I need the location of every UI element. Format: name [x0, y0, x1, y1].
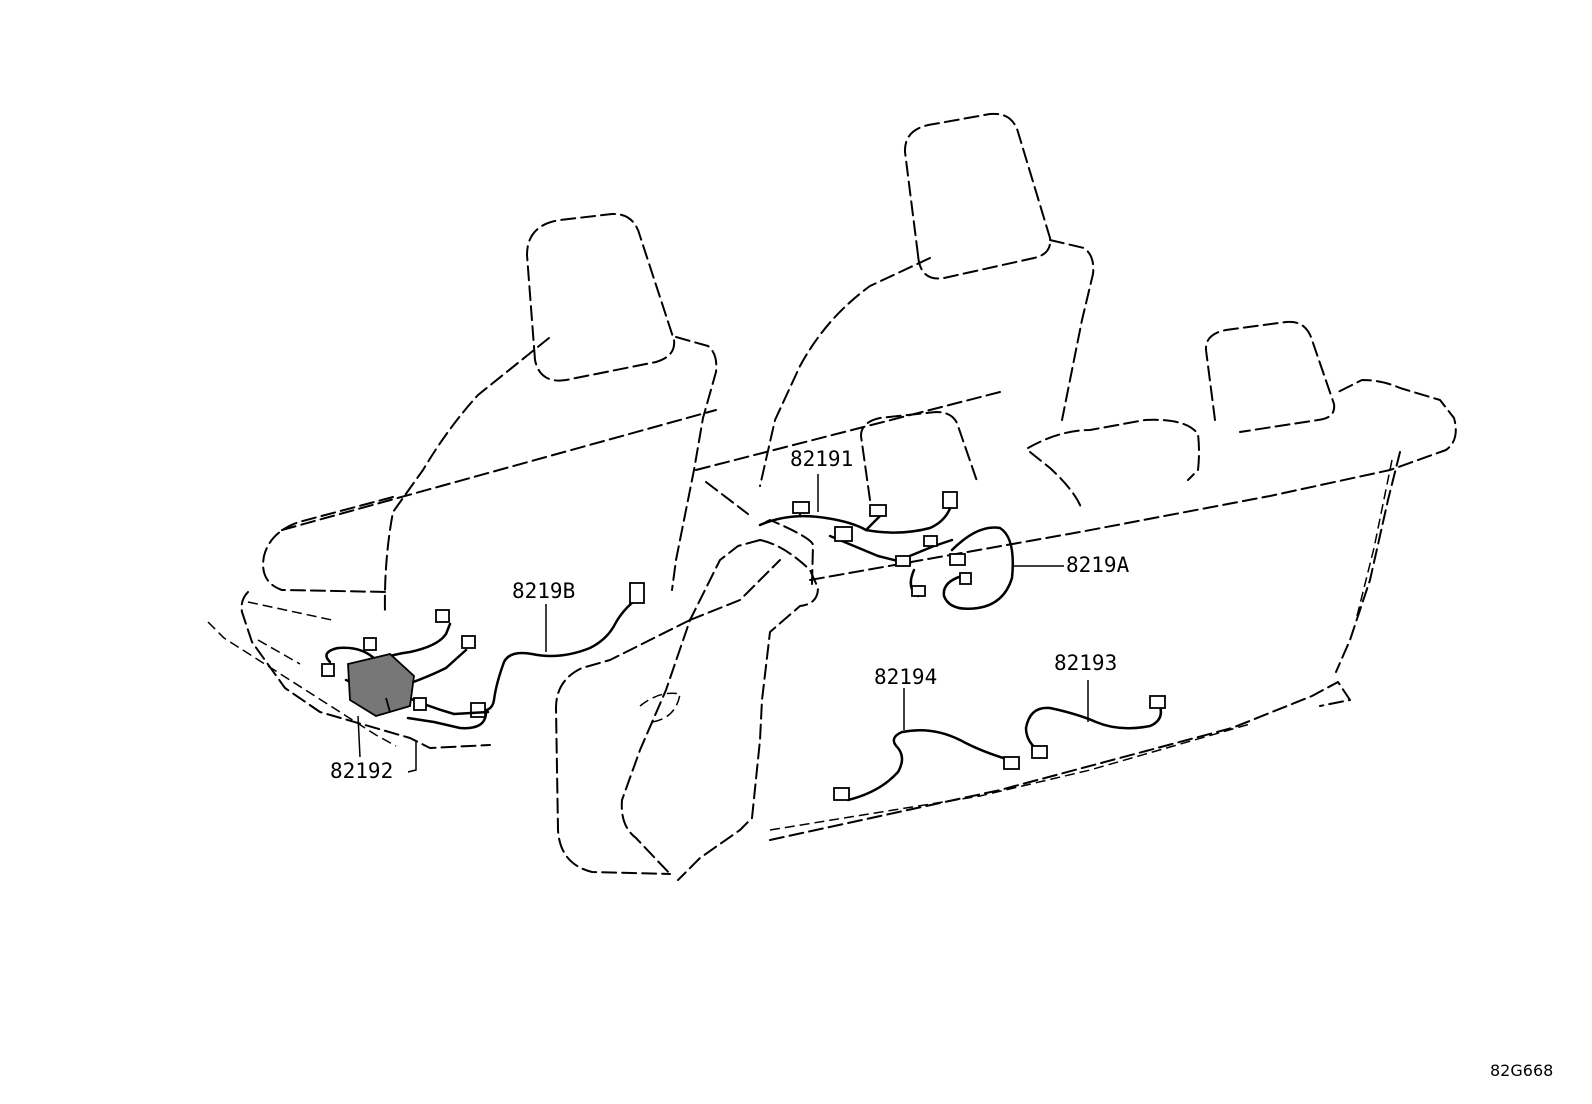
rear-bench-seat-outline: [555, 320, 1457, 881]
callout-8219B: 8219B: [512, 579, 575, 603]
callout-82193: 82193: [1054, 651, 1117, 675]
diagram-code: 82G668: [1490, 1061, 1553, 1080]
leader-lines: [357, 474, 1089, 773]
harness-82192: [321, 609, 490, 717]
front-left-seat-outline: [207, 212, 718, 749]
callout-82192: 82192: [330, 759, 393, 783]
harness-82191: [758, 491, 958, 598]
harness-8219B: [406, 582, 645, 730]
front-right-seat-outline: [695, 112, 1095, 515]
harness-82193: [1024, 695, 1166, 759]
callout-82191: 82191: [790, 447, 853, 471]
callout-8219A: 8219A: [1066, 553, 1130, 577]
harness-82194: [833, 729, 1020, 802]
harness-8219A: [942, 526, 1014, 610]
callout-82194: 82194: [874, 665, 937, 689]
